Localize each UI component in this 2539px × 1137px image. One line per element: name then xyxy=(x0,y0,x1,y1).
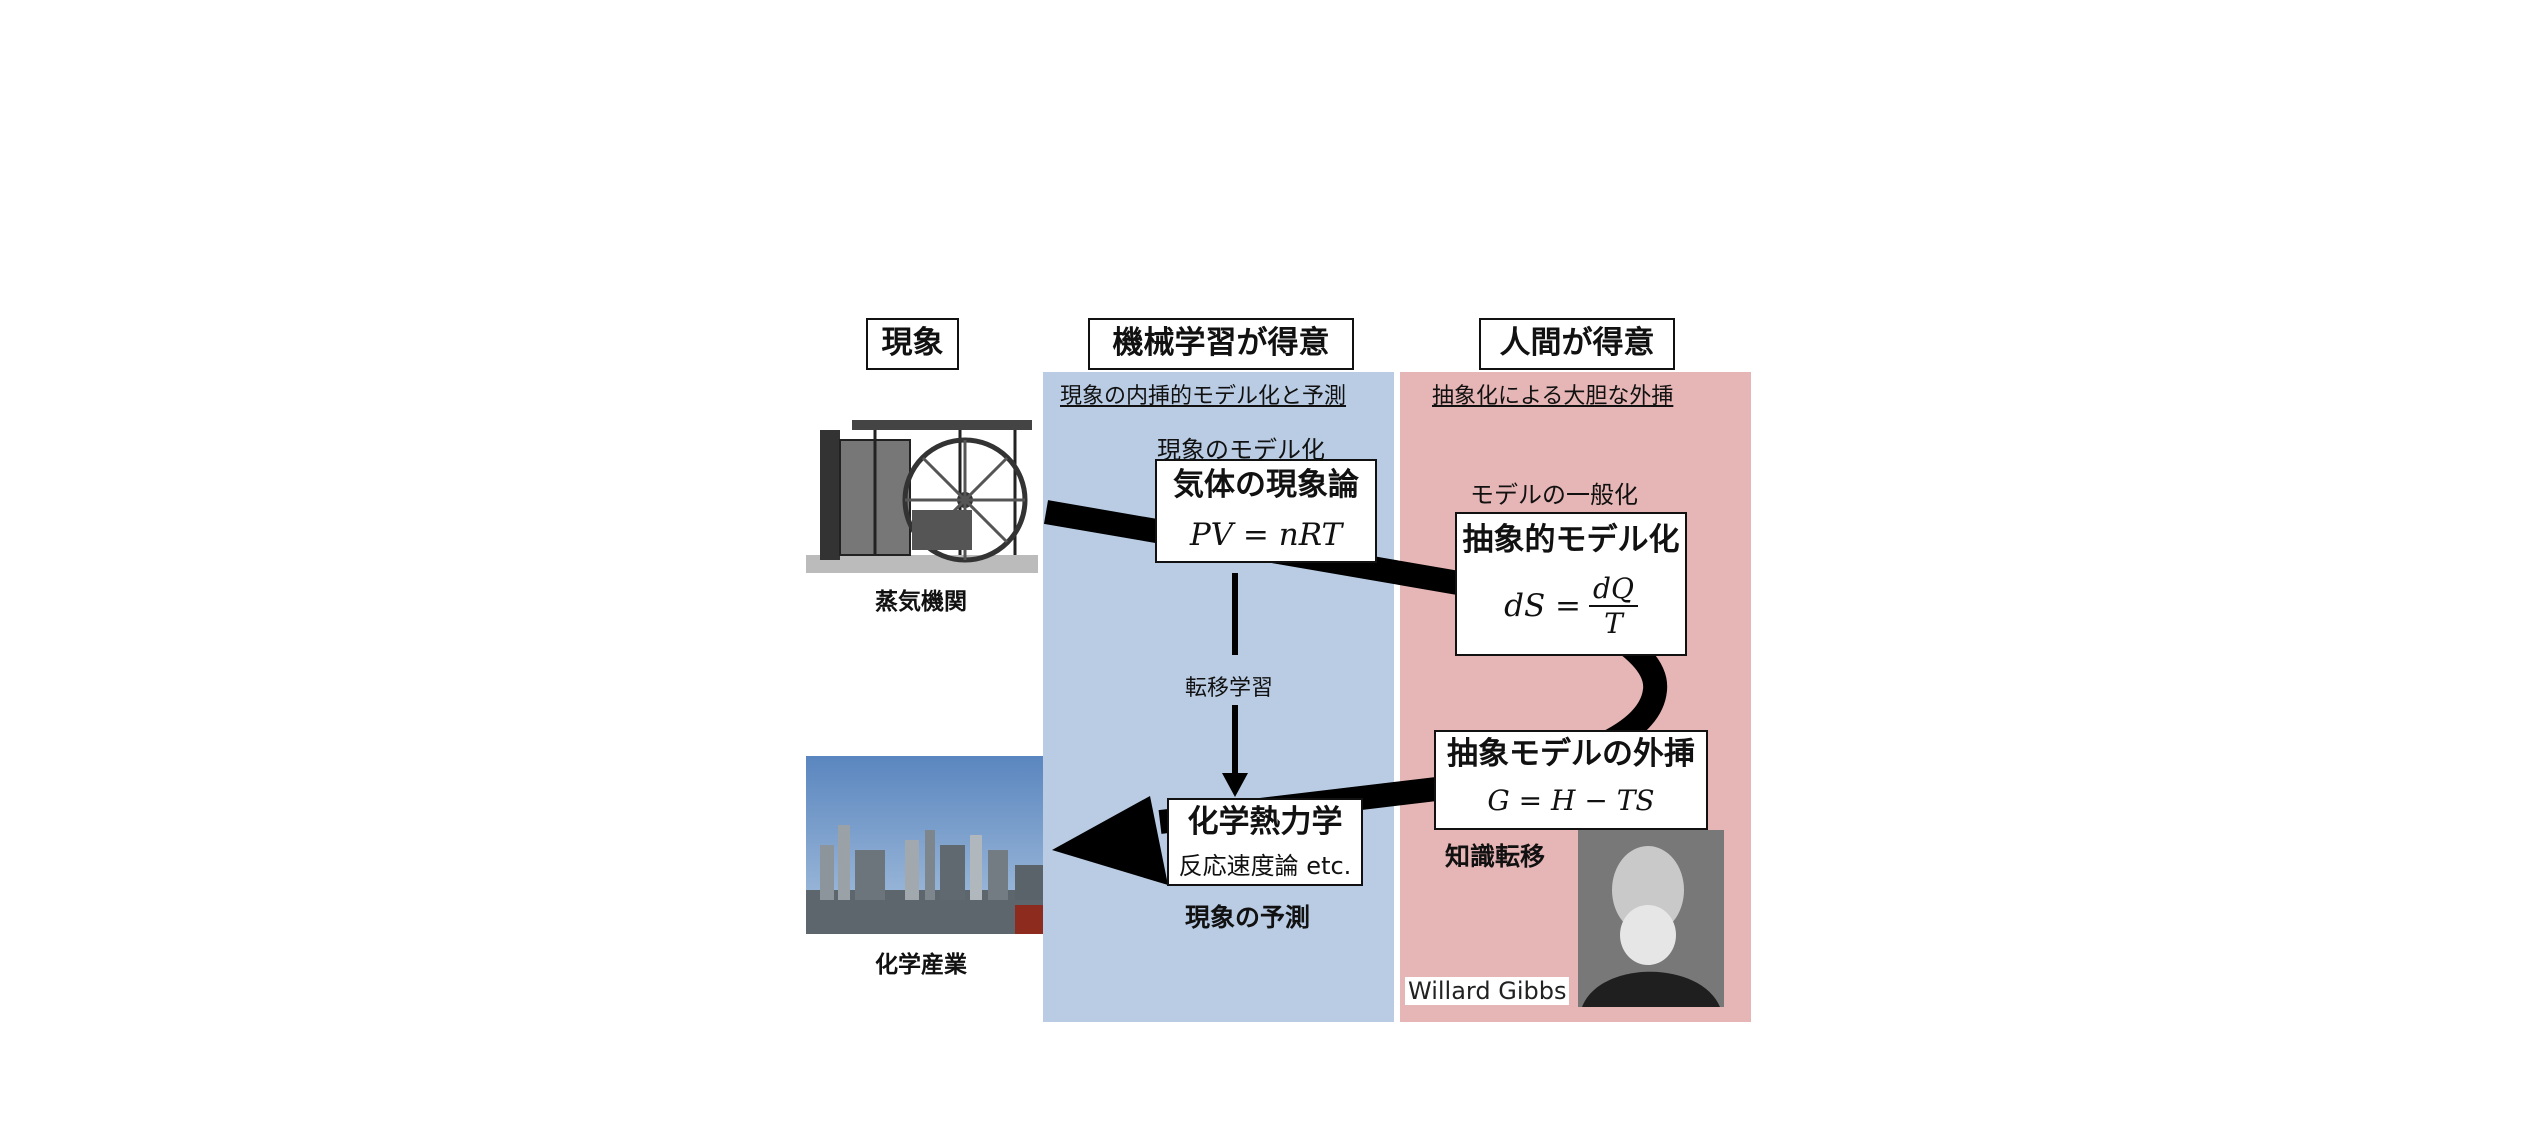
box-abstract-formula-lhs: dS = xyxy=(1504,588,1582,624)
transfer-arrowhead xyxy=(1222,773,1248,797)
header-phenomenon: 現象 xyxy=(866,318,959,370)
header-human: 人間が得意 xyxy=(1479,318,1675,370)
label-gibbs: Willard Gibbs xyxy=(1405,977,1570,1005)
label-generalization: モデルの一般化 xyxy=(1470,481,1638,509)
box-chemical-thermodynamics: 化学熱力学 反応速度論 etc. xyxy=(1167,798,1363,886)
box-abstract-formula-numerator: dQ xyxy=(1589,572,1638,607)
label-steam-engine: 蒸気機関 xyxy=(875,589,967,615)
box-abstract-title: 抽象的モデル化 xyxy=(1462,522,1680,558)
box-abstract-modeling: 抽象的モデル化 dS = dQ T xyxy=(1455,512,1687,656)
box-abstract-formula-denominator: T xyxy=(1604,607,1623,640)
header-ml: 機械学習が得意 xyxy=(1088,318,1354,370)
box-abstract-extrapolation: 抽象モデルの外挿 G = H − TS xyxy=(1434,730,1708,830)
gibbs-portrait xyxy=(1578,830,1724,1007)
main-flow-arrowhead xyxy=(1052,796,1168,885)
label-transfer-learning: 転移学習 xyxy=(1183,670,1276,702)
label-prediction: 現象の予測 xyxy=(1185,903,1311,932)
box-extrapolation-title: 抽象モデルの外挿 xyxy=(1447,736,1695,772)
subheader-human: 抽象化による大胆な外挿 xyxy=(1432,384,1674,409)
label-chemical-industry: 化学産業 xyxy=(875,952,967,978)
subheader-ml: 現象の内挿的モデル化と予測 xyxy=(1060,384,1347,409)
box-chem-sub: 反応速度論 etc. xyxy=(1178,852,1352,880)
box-chem-title: 化学熱力学 xyxy=(1187,804,1343,840)
chemical-plant-image xyxy=(806,756,1043,934)
box-gas-phenomenology: 気体の現象論 PV = nRT xyxy=(1155,459,1377,563)
box-gas-formula: PV = nRT xyxy=(1189,517,1343,553)
box-extrapolation-formula: G = H − TS xyxy=(1487,784,1655,817)
steam-engine-image xyxy=(806,420,1038,573)
label-knowledge-transfer: 知識転移 xyxy=(1445,842,1546,871)
box-gas-title: 気体の現象論 xyxy=(1173,467,1359,503)
